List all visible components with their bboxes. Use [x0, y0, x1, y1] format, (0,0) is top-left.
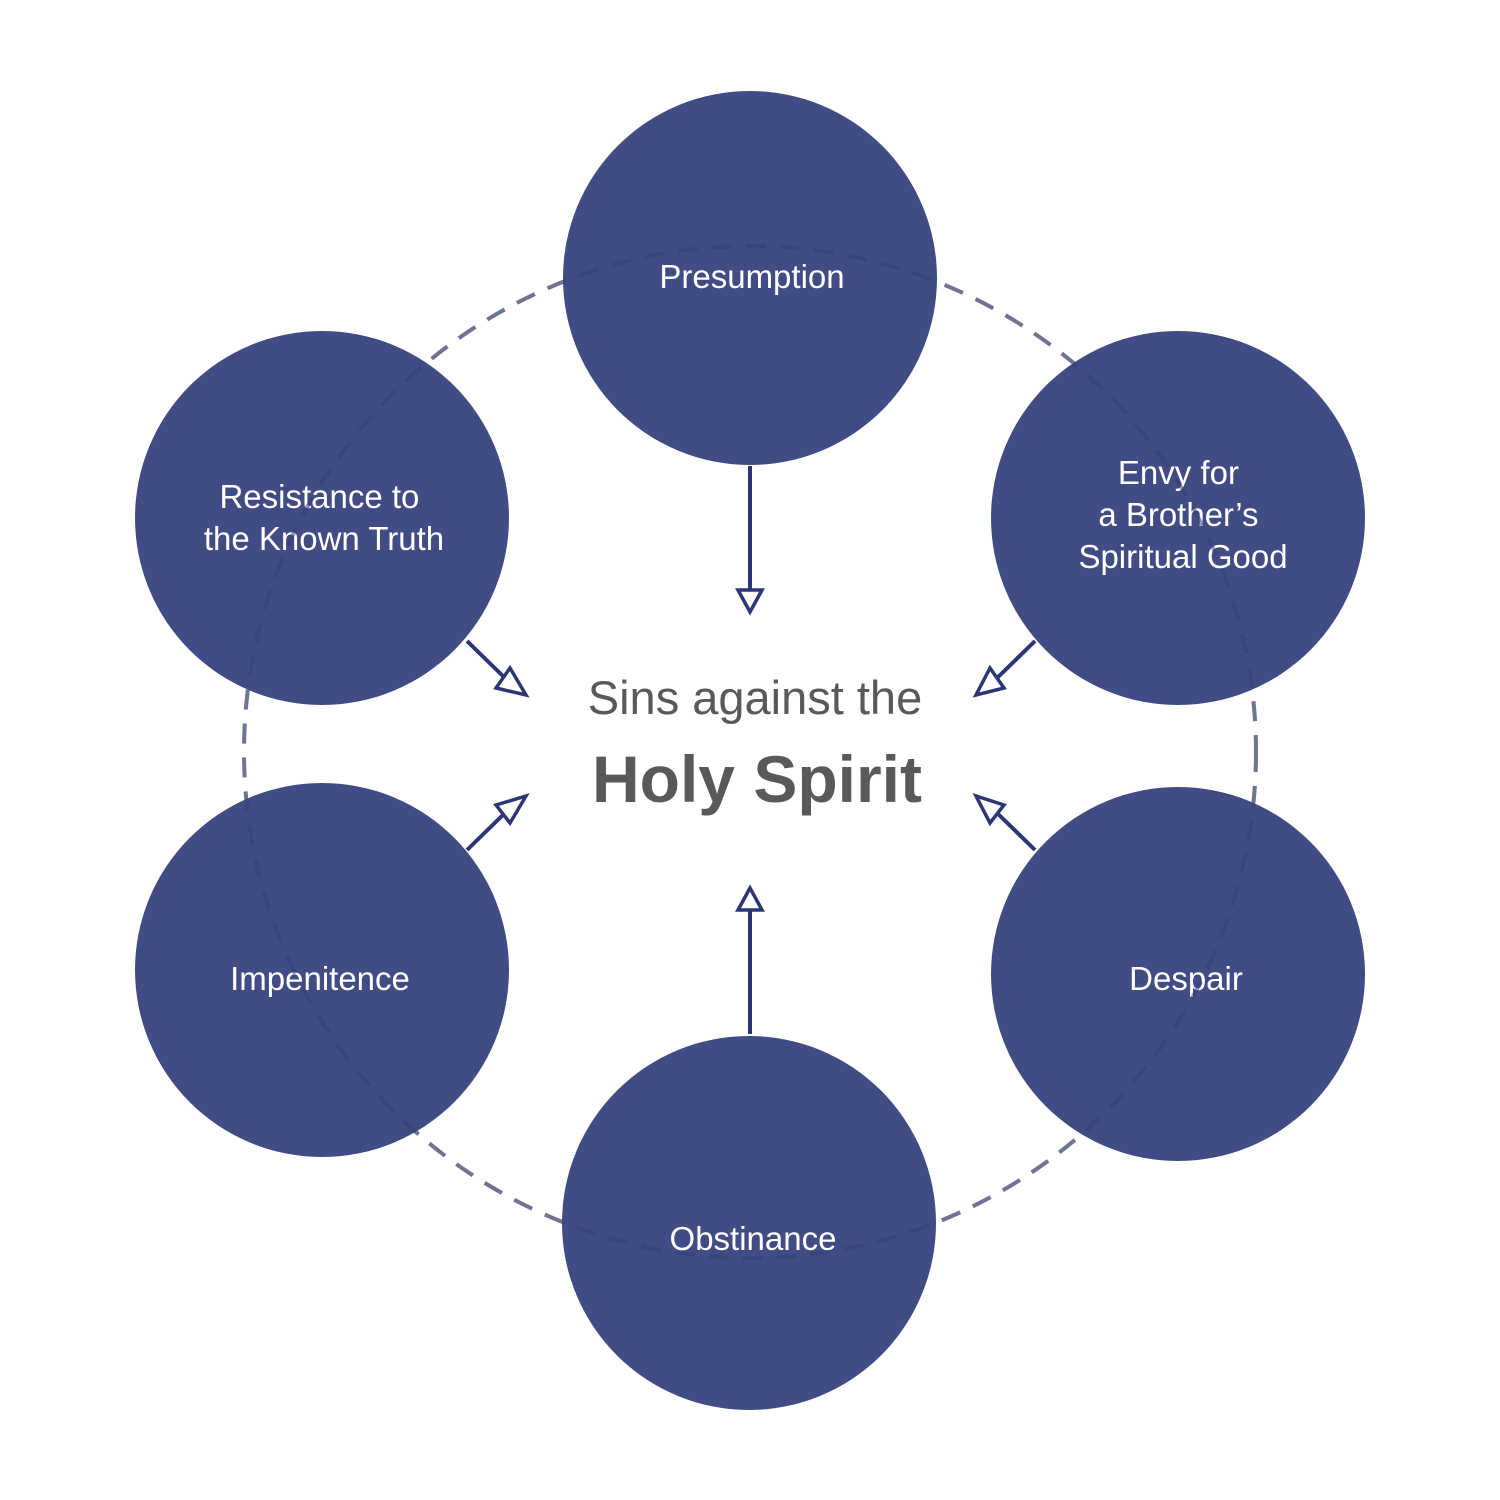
center-title-line-2: Holy Spirit — [592, 742, 922, 816]
svg-text:Impenitence: Impenitence — [230, 960, 410, 997]
arrow-obstinance — [735, 884, 765, 1034]
arrows-group — [465, 466, 1037, 1034]
node-despair: Despair — [991, 787, 1365, 1161]
arrow-presumption — [735, 466, 765, 616]
arrow-resistance — [465, 639, 530, 698]
svg-text:Envy for a Brother’s: Envy for a Brother’s Spiritual Good — [1078, 454, 1287, 575]
center-title-line-1: Sins against the — [588, 671, 922, 724]
node-obstinance-label-line-1: Obstinance — [670, 1220, 837, 1257]
arrow-envy — [972, 639, 1037, 698]
dashed-guide-ring-overlay — [242, 244, 1258, 1260]
node-resistance: Resistance to the Known Truth — [135, 331, 509, 705]
node-obstinance: Obstinance — [562, 1036, 936, 1410]
node-presumption: Presumption — [563, 91, 937, 465]
node-impenitence: Impenitence — [135, 783, 509, 1157]
arrow-despair — [972, 793, 1037, 852]
svg-text:Resistance to the Known: Resistance to the Known Truth — [204, 478, 444, 557]
node-presumption-label-line-1: Presumption — [659, 258, 844, 295]
node-envy: Envy for a Brother’s Spiritual Good — [991, 331, 1365, 705]
arrow-impenitence — [465, 793, 530, 852]
node-envy-label-line-3: Spiritual Good — [1078, 538, 1287, 575]
node-despair-label-line-1: Despair — [1129, 960, 1243, 997]
svg-text:Presumption: Presumption — [659, 258, 844, 295]
node-impenitence-label-line-1: Impenitence — [230, 960, 410, 997]
node-resistance-label-line-2: the Known Truth — [204, 520, 444, 557]
svg-text:Obstinance: Obstinance — [670, 1220, 837, 1257]
svg-text:Despair: Despair — [1129, 960, 1243, 997]
node-envy-label-line-2: a Brother’s — [1098, 496, 1258, 533]
